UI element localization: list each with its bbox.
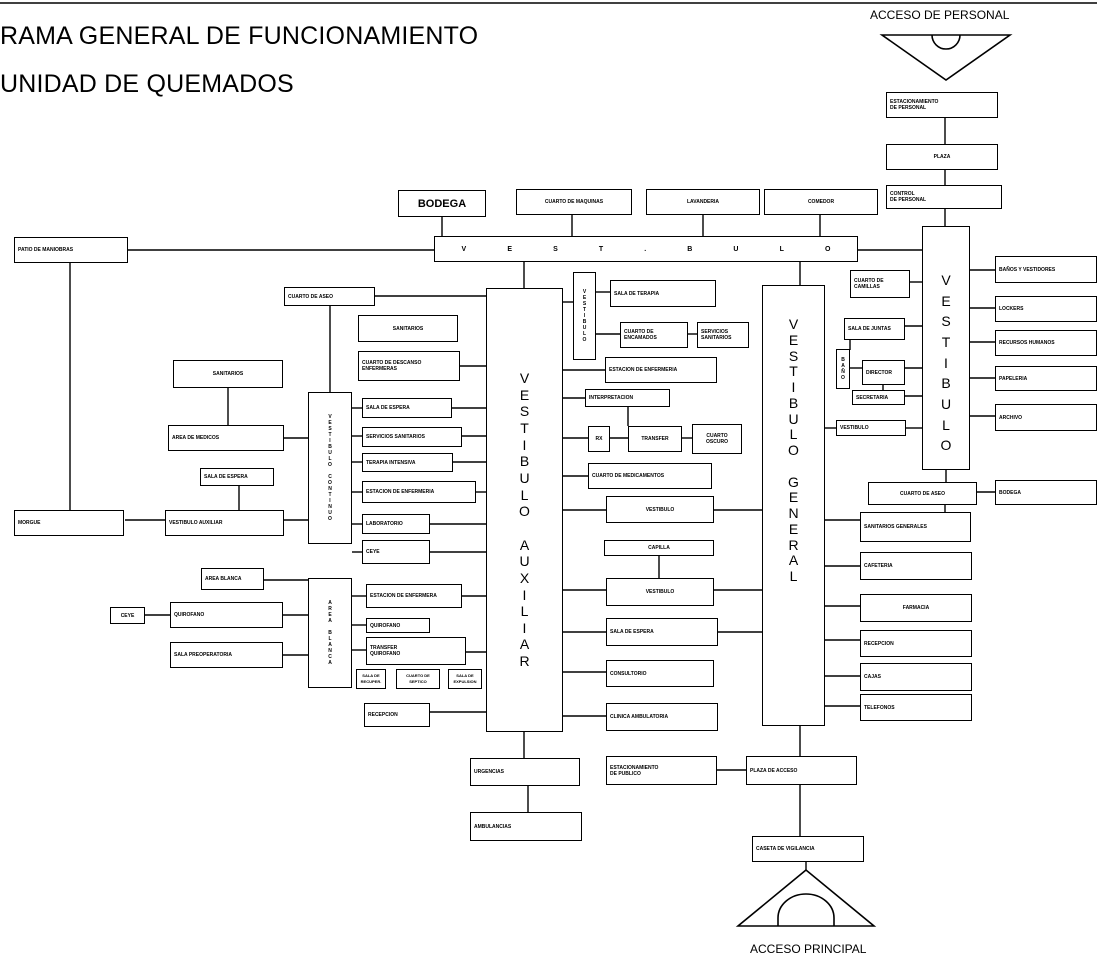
node-sala-recuperacion: SALA DE RECUPER. xyxy=(356,669,386,689)
node-sala-espera-2: SALA DE ESPERA xyxy=(200,468,274,486)
node-sanitarios-1: SANITARIOS xyxy=(358,315,458,342)
node-cuarto-encamados: CUARTO DE ENCAMADOS xyxy=(620,322,688,348)
node-cuarto-maquinas: CUARTO DE MAQUINAS xyxy=(516,189,632,215)
node-cuarto-oscuro: CUARTO OSCURO xyxy=(692,424,742,454)
node-estacionamiento-personal: ESTACIONAMIENTO DE PERSONAL xyxy=(886,92,998,118)
node-transfer-quirofano: TRANSFER QUIROFANO xyxy=(366,637,466,665)
node-director: DIRECTOR xyxy=(862,360,905,385)
node-cuarto-medicamentos: CUARTO DE MEDICAMENTOS xyxy=(588,463,712,489)
node-quirofano-2: QUIROFANO xyxy=(366,618,430,633)
corridor-letter: O xyxy=(824,245,831,253)
node-interpretacion: INTERPRETACION xyxy=(585,389,670,407)
main-access-arrow xyxy=(735,868,877,927)
node-cafeteria: CAFETERIA xyxy=(860,552,972,580)
node-sala-expulsion: SALA DE EXPULSION xyxy=(448,669,482,689)
node-sala-espera-3: SALA DE ESPERA xyxy=(606,618,718,646)
corridor-letter: E xyxy=(507,245,512,253)
corridor-letter: S xyxy=(553,245,558,253)
node-clinica-ambulatoria: CLINICA AMBULATORIA xyxy=(606,703,718,731)
node-farmacia: FARMACIA xyxy=(860,594,972,622)
node-cuarto-septico: CUARTO DE SEPTICO xyxy=(396,669,440,689)
node-archivo: ARCHIVO xyxy=(995,404,1097,431)
node-cuarto-aseo-left: CUARTO DE ASEO xyxy=(284,287,375,306)
node-bodega: BODEGA xyxy=(398,190,486,217)
node-control-personal: CONTROL DE PERSONAL xyxy=(886,185,1002,209)
node-recursos-humanos: RECURSOS HUMANOS xyxy=(995,330,1097,356)
node-sala-preoperatoria: SALA PREOPERATORIA xyxy=(170,642,283,668)
node-secretaria: SECRETARIA xyxy=(852,390,905,405)
node-estacion-enfermera: ESTACION DE ENFERMERA xyxy=(366,584,462,608)
node-morgue: MORGUE xyxy=(14,510,124,536)
node-servicios-sanitarios-2: SERVICIOS SANITARIOS xyxy=(697,322,749,348)
diagram-title-line1: RAMA GENERAL DE FUNCIONAMIENTO xyxy=(0,22,479,50)
node-hidroterapia: SALA DE TERAPIA xyxy=(610,280,716,307)
node-ceye-1: CEYE xyxy=(362,540,430,564)
node-consultorio: CONSULTORIO xyxy=(606,660,714,687)
node-quirofano: QUIROFANO xyxy=(170,602,283,628)
node-recepcion-right: RECEPCION xyxy=(860,630,972,657)
node-vestibulo-2: VESTIBULO xyxy=(606,578,714,606)
node-sala-juntas: SALA DE JUNTAS xyxy=(844,318,905,340)
node-servicios-sanitarios: SERVICIOS SANITARIOS xyxy=(362,427,462,447)
node-terapia-intensiva: TERAPIA INTENSIVA xyxy=(362,453,453,472)
node-sala-espera-1: SALA DE ESPERA xyxy=(362,398,452,418)
personal-access-label: ACCESO DE PERSONAL xyxy=(870,8,1010,22)
node-vestibulo-auxiliar-box: VESTIBULO AUXILIAR xyxy=(165,510,284,536)
node-area-medicos: AREA DE MEDICOS xyxy=(168,425,284,451)
node-comedor: COMEDOR xyxy=(764,189,878,215)
node-cuarto-aseo-right: CUARTO DE ASEO xyxy=(868,482,977,505)
node-vestibulo-1: VESTIBULO xyxy=(606,496,714,523)
node-cuarto-descanso: CUARTO DE DESCANSO ENFERMERAS xyxy=(358,351,460,381)
node-laboratorio: LABORATORIO xyxy=(362,514,430,534)
corridor-letter: . xyxy=(644,245,647,253)
node-lockers: LOCKERS xyxy=(995,296,1097,322)
node-ambulancias: AMBULANCIAS xyxy=(470,812,582,841)
main-access-label: ACCESO PRINCIPAL xyxy=(750,942,867,956)
diagram-title-line2: UNIDAD DE QUEMADOS xyxy=(0,70,294,98)
node-bodega-right: BODEGA xyxy=(995,480,1097,505)
node-ceye-2: CEYE xyxy=(110,607,145,624)
node-lavanderia: LAVANDERIA xyxy=(646,189,760,215)
node-cajas: CAJAS xyxy=(860,663,972,691)
node-papeleria: PAPELERIA xyxy=(995,366,1097,391)
node-telefonos: TELEFONOS xyxy=(860,694,972,721)
node-estacion-enfermeria-left: ESTACION DE ENFERMERIA xyxy=(362,481,476,503)
node-plaza-acceso: PLAZA DE ACCESO xyxy=(746,756,857,785)
node-caseta-vigilancia: CASETA DE VIGILANCIA xyxy=(752,836,864,862)
corridor-letter: T xyxy=(598,245,604,253)
node-rx: RX xyxy=(588,426,610,452)
node-banos-vestidores: BAÑOS Y VESTIDORES xyxy=(995,256,1097,283)
node-estacionamiento-publico: ESTACIONAMIENTO DE PUBLICO xyxy=(606,756,717,785)
node-recepcion-left: RECEPCION xyxy=(364,703,430,727)
node-vestibulo-3: VESTIBULO xyxy=(836,420,906,436)
node-area-blanca-box: AREA BLANCA xyxy=(201,568,264,590)
corridor-letter: B xyxy=(687,245,693,253)
corridor-letter: L xyxy=(779,245,784,253)
corridor-vestibulo-horizontal: V E S T . B U L O xyxy=(434,236,858,262)
node-capilla: CAPILLA xyxy=(604,540,714,556)
personal-access-arrow xyxy=(879,34,1013,81)
node-estacion-enfermeria-center: ESTACION DE ENFERMERIA xyxy=(605,357,717,383)
node-sanitarios-generales: SANITARIOS GENERALES xyxy=(860,512,971,542)
node-urgencias: URGENCIAS xyxy=(470,758,580,786)
node-sanitarios-2: SANITARIOS xyxy=(173,360,283,388)
node-patio-maniobras: PATIO DE MANIOBRAS xyxy=(14,237,128,263)
corridor-letter: U xyxy=(733,245,739,253)
node-cuarto-camillas: CUARTO DE CAMILLAS xyxy=(850,270,910,298)
node-transfer: TRANSFER xyxy=(628,426,682,452)
corridor-letter: V xyxy=(461,245,467,253)
node-plaza-personal: PLAZA xyxy=(886,144,998,170)
